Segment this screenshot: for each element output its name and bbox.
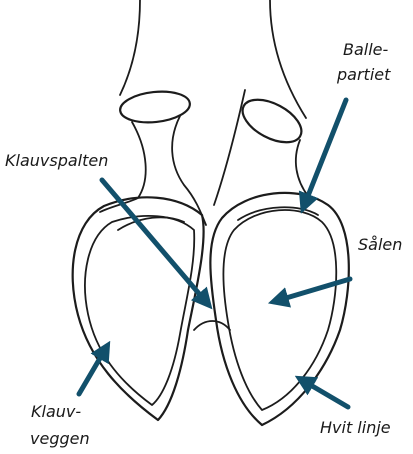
left-bulb-oval xyxy=(119,88,192,125)
balle-ovals xyxy=(119,88,309,151)
arrows xyxy=(79,100,350,407)
left-leg-inner-line xyxy=(172,116,206,225)
arrow-balle-partiet xyxy=(304,100,346,206)
right-claw-outer-wall xyxy=(210,193,348,425)
left-claw xyxy=(73,197,204,420)
right-bulb-oval xyxy=(236,91,308,151)
right-leg-outer-line xyxy=(270,0,306,118)
label-salen: Sålen xyxy=(358,235,402,254)
label-balle-line1: Balle- xyxy=(343,40,389,59)
label-klauvspalten: Klauvspalten xyxy=(5,151,108,170)
right-claw-white-line xyxy=(223,210,336,410)
label-klauv-line2: veggen xyxy=(30,429,90,448)
right-leg-lower-line xyxy=(296,140,308,196)
arrow-hvit-linje xyxy=(302,380,348,407)
right-leg-inner-line xyxy=(214,90,245,205)
label-klauv-line1: Klauv- xyxy=(31,402,81,421)
left-claw-heel-arc xyxy=(118,217,184,230)
leg-outlines xyxy=(100,0,308,225)
label-balle-line2: partiet xyxy=(336,65,391,84)
arrow-salen xyxy=(276,279,350,301)
left-leg-outer-line xyxy=(120,0,140,95)
arrow-klauvveggen xyxy=(79,348,106,394)
right-claw xyxy=(210,193,348,425)
cleft-bridge xyxy=(194,321,230,330)
label-hvit-linje: Hvit linje xyxy=(320,418,391,437)
